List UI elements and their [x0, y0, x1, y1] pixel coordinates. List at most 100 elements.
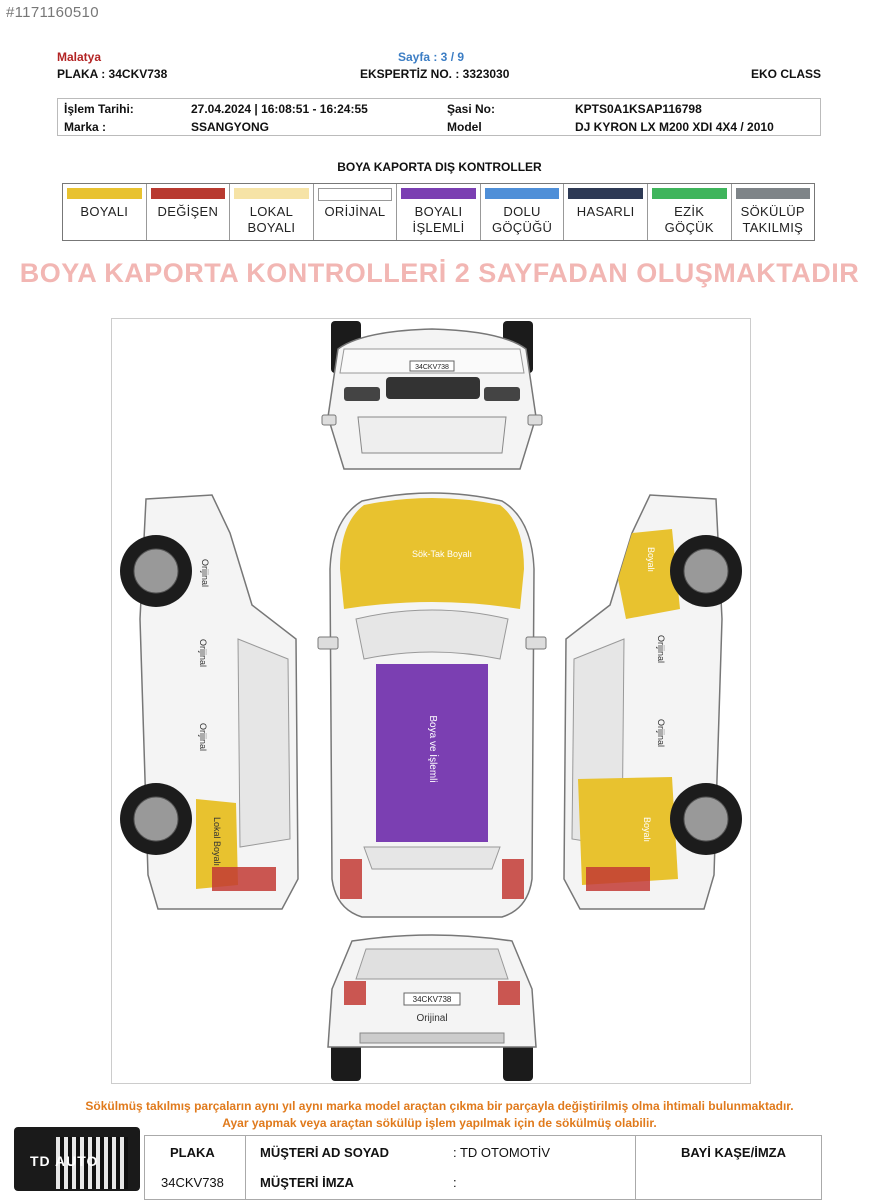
dealer-label: BAYİ KAŞE/İMZA — [681, 1145, 786, 1160]
page-number: Sayfa : 3 / 9 — [398, 50, 465, 64]
left-label-fender: Orijinal — [200, 559, 210, 587]
model-label: Model — [447, 120, 482, 134]
plate-value: 34CKV738 — [161, 1175, 224, 1190]
hood-panel — [340, 498, 524, 609]
mirror-right-front — [527, 414, 543, 426]
legend-swatch — [484, 188, 560, 199]
left-side-view: Orijinal Orijinal Orijinal Lokal Boyalı — [120, 494, 299, 910]
footer-table: PLAKA 34CKV738 MÜŞTERİ AD SOYAD : TD OTO… — [144, 1135, 822, 1200]
left-label-front-door: Orijinal — [198, 639, 208, 667]
front-plate-text: 34CKV738 — [415, 364, 449, 371]
mirror-left-front — [321, 414, 337, 426]
left-rear-fender — [196, 799, 238, 889]
headlight-left — [344, 387, 380, 401]
rear-window — [355, 948, 509, 980]
legend-swatch — [67, 188, 142, 199]
package-name: EKO CLASS — [750, 67, 821, 81]
top-view: Sök-Tak Boyalı Boya ve İşlemli — [317, 492, 547, 918]
plate-header: PLAKA — [170, 1145, 215, 1160]
roof-label: Boya ve İşlemli — [427, 715, 440, 782]
right-rear-fender — [578, 777, 678, 885]
left-taillight — [212, 867, 276, 891]
right-label-fender: Boyalı — [646, 547, 656, 572]
legend-label: BOYALI — [80, 204, 129, 219]
legend-item: HASARLI — [564, 184, 648, 240]
legend-swatch — [651, 188, 727, 199]
chassis-value: KPTS0A1KSAP116798 — [575, 102, 702, 116]
front-view: 34CKV738 — [321, 321, 543, 470]
front-plate — [409, 360, 455, 372]
brand-value: SSANGYONG — [191, 120, 270, 134]
city-name: Malatya — [57, 50, 102, 64]
rear-bumper — [359, 1032, 505, 1044]
qr-code-icon — [56, 1137, 128, 1189]
taillight-right-top — [502, 859, 524, 899]
legend-swatch — [234, 188, 309, 199]
right-label-rear-door: Orijinal — [656, 719, 666, 747]
front-windshield — [357, 416, 507, 454]
right-side-view: Boyalı Orijinal Orijinal Boyalı — [563, 494, 742, 910]
left-label-rear-fender: Lokal Boyalı — [212, 817, 222, 866]
car-diagram-svg: 34CKV738 Sök-Tak Boyalı Boya ve İşlemli — [120, 321, 742, 1081]
right-taillight — [586, 867, 650, 891]
customer-value: : TD OTOMOTİV — [453, 1145, 551, 1160]
brand-label: Marka : — [64, 120, 107, 134]
legend-swatch — [150, 188, 226, 199]
mirror-left-top — [317, 636, 339, 650]
expertise-number: EKSPERTİZ NO. : 3323030 — [360, 67, 510, 81]
two-page-banner: BOYA KAPORTA KONTROLLERİ 2 SAYFADAN OLUŞ… — [19, 258, 860, 288]
legend-swatch — [401, 188, 476, 199]
model-value: DJ KYRON LX M200 XDI 4X4 / 2010 — [575, 120, 774, 134]
legend-item: BOYALI — [63, 184, 147, 240]
rear-view: 34CKV738 Orijinal — [327, 934, 537, 1081]
headlight-right — [484, 387, 520, 401]
legend-item: DEĞİŞEN — [147, 184, 231, 240]
roof-panel — [376, 664, 488, 842]
rear-window-top — [363, 846, 501, 870]
legend-swatch — [317, 188, 393, 201]
front-grille — [386, 377, 480, 399]
top-windshield — [355, 609, 509, 660]
legend-label: HASARLI — [576, 204, 635, 219]
td-auto-logo: TD AUTO — [14, 1127, 140, 1191]
taillight-left-top — [340, 859, 362, 899]
signature-value: : — [453, 1175, 457, 1190]
section-title: BOYA KAPORTA DIŞ KONTROLLER — [337, 160, 542, 174]
rear-plate — [403, 992, 461, 1006]
right-label-rear-fender: Boyalı — [642, 817, 652, 842]
image-id: #1171160510 — [6, 4, 99, 21]
signature-label: MÜŞTERİ İMZA — [260, 1175, 354, 1190]
disclaimer-line2: Ayar yapmak veya araçtan sökülüp işlem y… — [222, 1116, 657, 1130]
customer-label: MÜŞTERİ AD SOYAD — [260, 1145, 390, 1160]
right-label-front-door: Orijinal — [656, 635, 666, 663]
right-front-fender — [618, 529, 680, 619]
vehicle-info-box: İşlem Tarihi: 27.04.2024 | 16:08:51 - 16… — [57, 98, 821, 136]
legend-swatch — [568, 188, 643, 199]
date-label: İşlem Tarihi: — [64, 102, 134, 116]
date-value: 27.04.2024 | 16:08:51 - 16:24:55 — [191, 102, 368, 116]
left-windows — [237, 638, 291, 848]
left-label-rear-door: Orijinal — [198, 723, 208, 751]
legend-swatch — [735, 188, 811, 199]
rear-light-right — [498, 981, 520, 1005]
chassis-label: Şasi No: — [447, 102, 496, 116]
mirror-right-top — [525, 636, 547, 650]
hood-label: Sök-Tak Boyalı — [412, 549, 472, 559]
logo-text: TD AUTO — [30, 1153, 99, 1169]
rear-plate-text: 34CKV738 — [413, 995, 452, 1004]
legend-item: ORİJİNAL — [314, 184, 398, 240]
rear-light-left — [344, 981, 366, 1005]
legend-label: DEĞİŞEN — [157, 204, 219, 219]
car-damage-diagram: 34CKV738 Sök-Tak Boyalı Boya ve İşlemli — [111, 318, 751, 1084]
disclaimer-line1: Sökülmüş takılmış parçaların aynı yıl ay… — [85, 1099, 794, 1113]
